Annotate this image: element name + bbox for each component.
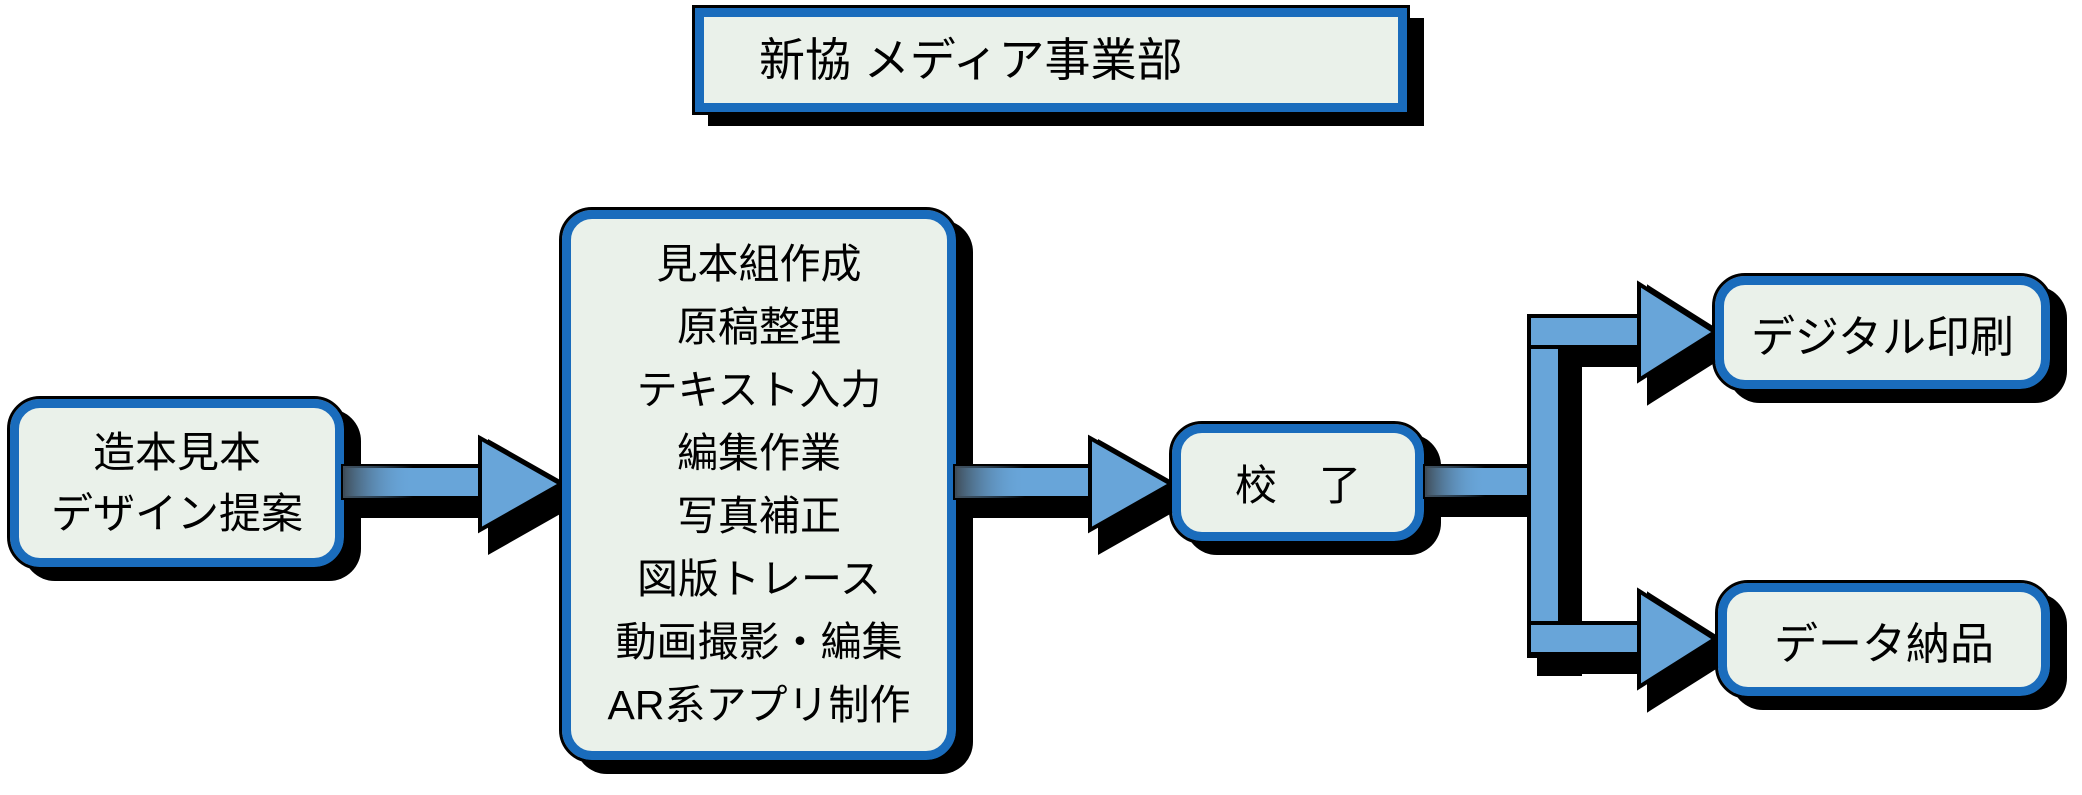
- node-line: 写真補正: [677, 493, 841, 539]
- node-line: 原稿整理: [677, 304, 841, 350]
- connector-proof-branch: [1423, 282, 1745, 712]
- node-proof-complete: 校 了: [1169, 421, 1427, 544]
- node-line: 校 了: [1234, 462, 1361, 509]
- connector-shaft-shade: [1425, 466, 1485, 497]
- node-digital-print: デジタル印刷: [1712, 273, 2053, 392]
- node-line: AR系アプリ制作: [607, 682, 911, 728]
- node-line: テキスト入力: [636, 367, 882, 413]
- node-line: デジタル印刷: [1750, 312, 2015, 362]
- node-design-proposal: 造本見本 デザイン提案: [7, 396, 347, 570]
- title-box: 新協 メディア事業部: [692, 5, 1410, 115]
- node-line: 動画撮影・編集: [615, 619, 903, 665]
- node-line: デザイン提案: [50, 490, 303, 537]
- node-line: 造本見本: [92, 429, 261, 476]
- arrow-production-to-proof: [953, 436, 1200, 561]
- node-production-tasks: 見本組作成 原稿整理 テキスト入力 編集作業 写真補正 図版トレース 動画撮影・…: [559, 207, 959, 763]
- arrow-design-to-production: [341, 436, 588, 561]
- node-line: 見本組作成: [656, 241, 862, 287]
- node-line: データ納品: [1774, 619, 1994, 669]
- node-data-delivery: データ納品: [1715, 580, 2053, 699]
- node-line: 編集作業: [677, 430, 841, 476]
- diagram-title: 新協 メディア事業部: [759, 34, 1183, 86]
- arrow-shaft-shade: [343, 466, 413, 498]
- arrow-shaft-shade: [955, 466, 1025, 498]
- node-line: 図版トレース: [637, 556, 881, 602]
